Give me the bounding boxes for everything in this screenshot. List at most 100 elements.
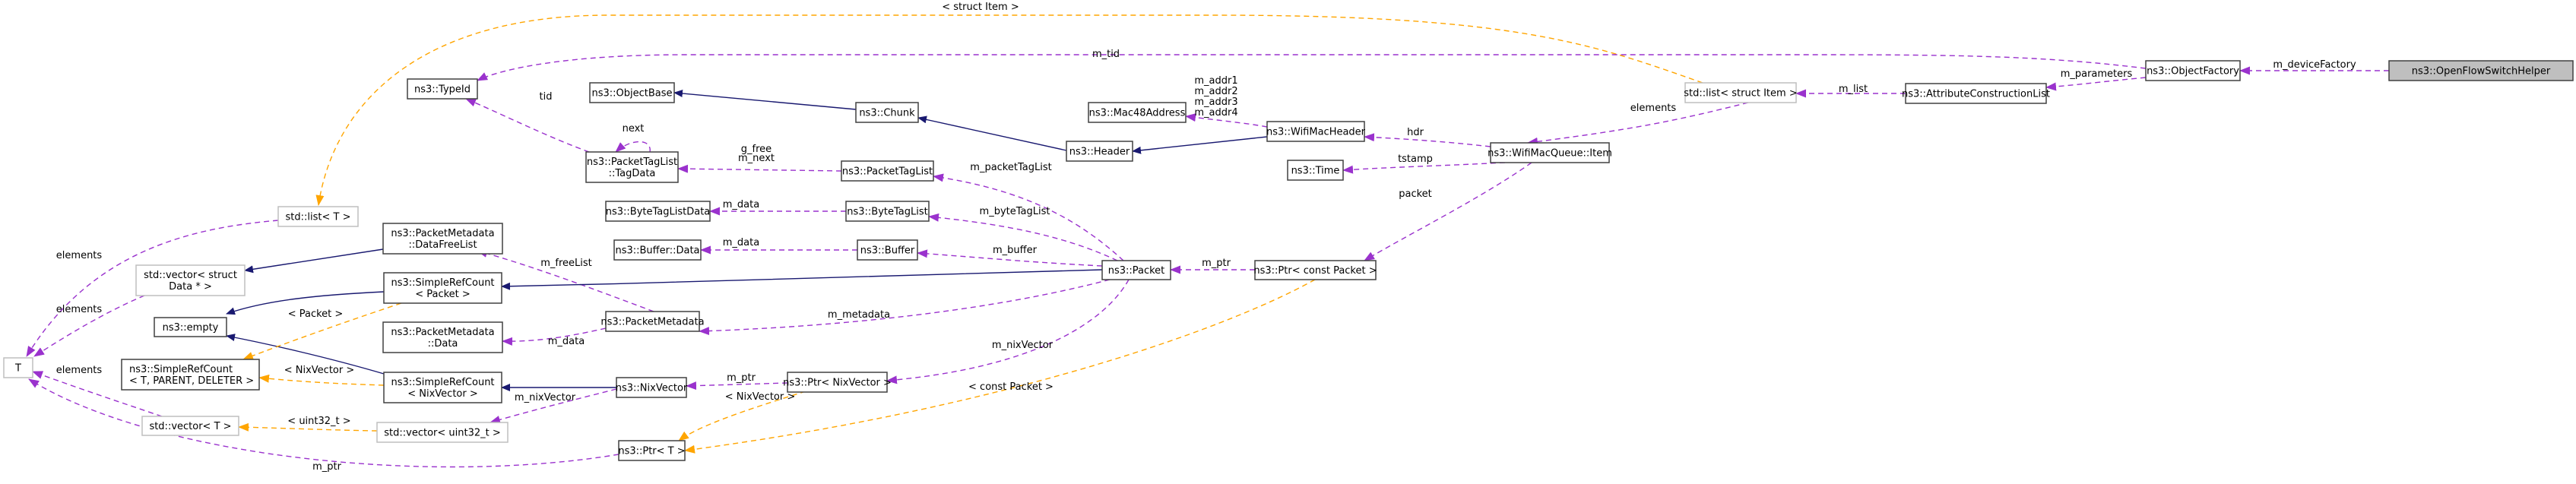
class-node-objfac[interactable]: ns3::ObjectFactory <box>2145 60 2241 81</box>
edge-usage-item-to-wifihdr <box>1364 133 1491 147</box>
class-node-empty[interactable]: ns3::empty <box>154 317 227 337</box>
class-node-acl[interactable]: ns3::AttributeConstructionList <box>1902 83 2050 104</box>
edge-label: m_packetTagList <box>970 162 1051 173</box>
edge-usage-objfac-to-acl <box>2045 77 2147 91</box>
edge-template-stdvecU32-to-stdvecT <box>238 422 378 432</box>
edge-label: tid <box>540 91 553 103</box>
class-node-label: Data * > <box>169 281 212 293</box>
edge-label: m_ptr <box>1202 258 1231 269</box>
class-node-box <box>1266 121 1365 142</box>
class-node-btld[interactable]: ns3::ByteTagListData <box>605 201 711 222</box>
class-node-bufdata[interactable]: ns3::Buffer::Data <box>613 239 702 261</box>
class-node-box <box>855 102 919 123</box>
class-node-box <box>1088 102 1187 123</box>
edge-inherit-dfl-to-stdvecData <box>244 248 384 274</box>
edge-usage-pmeta-to-dfl <box>477 249 654 312</box>
class-node-stdvecU32[interactable]: std::vector< uint32_t > <box>376 422 509 443</box>
edge-label: m_ptr <box>312 461 342 473</box>
class-node-label: ns3::ObjectBase <box>591 88 672 100</box>
class-node-label: ::TagData <box>609 168 656 179</box>
class-node-typeid[interactable]: ns3::TypeId <box>407 78 478 100</box>
class-node-box <box>154 317 227 337</box>
class-node-label: ns3::Ptr< const Packet > <box>1253 265 1377 277</box>
edge-usage-ptrT-to-T <box>28 378 619 468</box>
class-node-label: ns3::SimpleRefCount <box>391 377 494 388</box>
class-node-ofsh[interactable]: ns3::OpenFlowSwitchHelper <box>2388 60 2574 81</box>
class-node-label: ns3::PacketMetadata <box>391 228 494 239</box>
class-node-item[interactable]: ns3::WifiMacQueue::Item <box>1488 142 1612 163</box>
class-node-pmData[interactable]: ns3::PacketMetadata::Data <box>382 321 503 353</box>
class-node-box <box>1101 260 1171 280</box>
class-node-label: std::list< T > <box>286 212 351 223</box>
class-node-packet[interactable]: ns3::Packet <box>1101 260 1171 280</box>
class-node-ptl[interactable]: ns3::PacketTagList <box>841 160 934 182</box>
class-node-box <box>141 416 239 436</box>
edge-inherit-wifihdr-to-header <box>1132 136 1268 154</box>
edge-usage-ptl-to-tagdata <box>677 164 842 173</box>
class-node-time[interactable]: ns3::Time <box>1287 160 1344 181</box>
class-node-stdlistItem[interactable]: std::list< struct Item > <box>1684 82 1798 103</box>
edges-layer <box>26 14 2389 468</box>
edge-label: tstamp <box>1398 153 1433 165</box>
edge-usage-packet-to-btl <box>928 213 1118 261</box>
edge-inherit-chunk-to-objbase <box>673 90 857 110</box>
edge-template-srcNix-to-srcTPD <box>258 374 385 386</box>
class-node-label: ns3::Header <box>1069 147 1130 158</box>
edge-label: m_addr1 <box>1194 75 1237 87</box>
class-node-wifihdr[interactable]: ns3::WifiMacHeader <box>1266 121 1366 142</box>
class-node-box <box>1287 160 1344 181</box>
class-node-box <box>857 239 918 261</box>
class-node-label: std::vector< uint32_t > <box>384 428 501 439</box>
class-node-nix[interactable]: ns3::NixVector <box>616 377 688 398</box>
class-node-label: ns3::TypeId <box>414 84 471 96</box>
edge-usage-wifihdr-to-mac48 <box>1185 113 1268 128</box>
edge-usage-packet-to-buffer <box>917 249 1103 267</box>
class-node-header[interactable]: ns3::Header <box>1066 141 1133 162</box>
class-node-btl[interactable]: ns3::ByteTagList <box>845 201 930 222</box>
class-node-stdvecT[interactable]: std::vector< T > <box>141 416 239 436</box>
class-node-label: ns3::PacketMetadata <box>391 327 494 338</box>
edge-label: < struct Item > <box>942 2 1019 13</box>
edge-label: < const Packet > <box>968 381 1054 393</box>
class-node-box <box>382 321 503 353</box>
edge-inherit-packet-to-srcPacket <box>501 269 1103 290</box>
edge-inherit-header-to-chunk <box>917 115 1067 151</box>
class-node-chunk[interactable]: ns3::Chunk <box>855 102 919 123</box>
class-node-box <box>1905 83 2047 104</box>
class-node-label: ::DataFreeList <box>408 239 477 251</box>
class-node-T[interactable]: T <box>3 357 33 378</box>
class-node-label: ns3::WifiMacQueue::Item <box>1488 148 1612 160</box>
class-node-mac48[interactable]: ns3::Mac48Address <box>1088 102 1187 123</box>
edge-usage-packet-to-ptrNix <box>886 279 1130 384</box>
class-node-box <box>277 206 359 227</box>
class-node-pmeta[interactable]: ns3::PacketMetadata <box>600 311 705 332</box>
edge-label: m_freeList <box>540 258 592 269</box>
edge-label: < uint32_t > <box>287 416 350 427</box>
class-node-box <box>845 201 930 222</box>
class-node-dfl[interactable]: ns3::PacketMetadata::DataFreeList <box>382 223 503 255</box>
class-node-stdlistT[interactable]: std::list< T > <box>277 206 359 227</box>
edge-inherit-srcNix-to-empty <box>226 334 385 375</box>
class-node-box <box>1254 260 1377 280</box>
class-node-box <box>1684 82 1797 103</box>
class-node-ptrNix[interactable]: ns3::Ptr< NixVector > <box>783 372 892 393</box>
class-node-label: ns3::ByteTagList <box>847 207 927 218</box>
class-node-box <box>605 311 700 332</box>
class-node-srcTPD[interactable]: ns3::SimpleRefCount< T, PARENT, DELETER … <box>121 359 260 391</box>
class-node-objbase[interactable]: ns3::ObjectBase <box>589 82 675 103</box>
class-node-srcNix[interactable]: ns3::SimpleRefCount< NixVector > <box>383 372 502 403</box>
class-node-srcPacket[interactable]: ns3::SimpleRefCount< Packet > <box>383 272 502 304</box>
class-node-label: < NixVector > <box>407 388 478 400</box>
edge-label: < NixVector > <box>284 365 355 376</box>
class-node-buffer[interactable]: ns3::Buffer <box>857 239 918 261</box>
class-node-ptrT[interactable]: ns3::Ptr< T > <box>618 440 686 461</box>
class-node-ptrCP[interactable]: ns3::Ptr< const Packet > <box>1253 260 1377 280</box>
edge-usage-packet-to-ptl <box>933 173 1124 261</box>
class-node-box <box>585 151 679 183</box>
class-node-tagdata[interactable]: ns3::PacketTagList::TagData <box>585 151 679 183</box>
edge-label: m_metadata <box>828 309 890 321</box>
edge-usage-item-to-ptrCP <box>1364 162 1532 261</box>
